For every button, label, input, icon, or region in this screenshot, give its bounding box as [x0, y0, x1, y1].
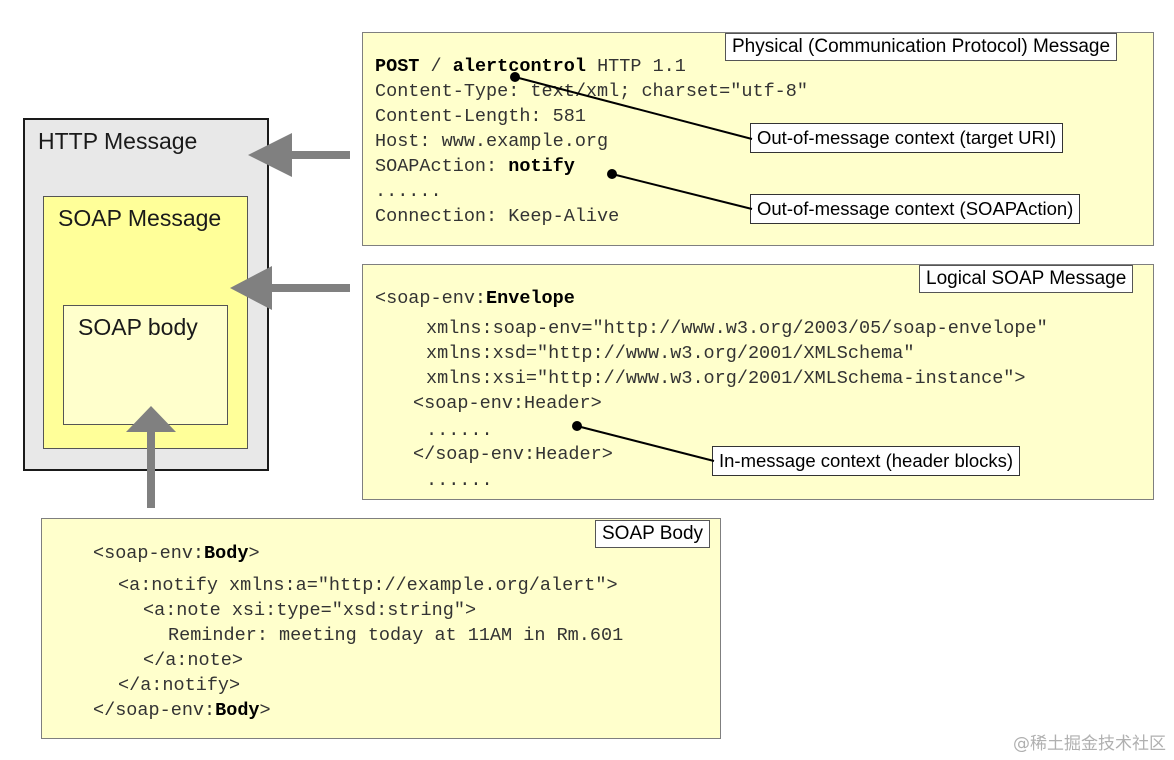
- body-open: <soap-env:Body>: [93, 541, 260, 566]
- soap-body-box: [63, 305, 228, 425]
- soap-message-label: SOAP Message: [58, 205, 222, 231]
- body-close-name: Body: [215, 700, 260, 721]
- notify-open: <a:notify xmlns:a="http://example.org/al…: [118, 575, 618, 596]
- body-close-prefix: </soap-env:: [93, 700, 216, 721]
- body-open-prefix: <soap-env:: [93, 543, 205, 564]
- connection-line: Connection: Keep-Alive: [375, 206, 620, 227]
- host-line: Host: www.example.org: [375, 131, 609, 152]
- logical-message-tag: Logical SOAP Message: [919, 265, 1134, 293]
- ns-xsd: xmlns:xsd="http://www.w3.org/2001/XMLSch…: [426, 343, 915, 364]
- soap-body-label: SOAP body: [78, 314, 198, 340]
- body-close-suffix: >: [259, 700, 271, 721]
- body-open-name: Body: [204, 543, 249, 564]
- soapaction-value: notify: [508, 156, 575, 177]
- namespace-lines: xmlns:soap-env="http://www.w3.org/2003/0…: [426, 316, 1048, 391]
- physical-message-code: POST / alertcontrol HTTP 1.1 Content-Typ…: [375, 54, 808, 229]
- header-open: <soap-env:Header>: [413, 393, 602, 414]
- path-separator: /: [419, 56, 453, 77]
- body-open-suffix: >: [248, 543, 260, 564]
- reminder-text: Reminder: meeting today at 11AM in Rm.60…: [168, 625, 624, 646]
- callout-target-uri: Out-of-message context (target URI): [750, 123, 1064, 153]
- http-message-label: HTTP Message: [38, 128, 198, 154]
- physical-message-tag: Physical (Communication Protocol) Messag…: [725, 33, 1118, 61]
- content-length-line: Content-Length: 581: [375, 106, 586, 127]
- ns-xsi: xmlns:xsi="http://www.w3.org/2001/XMLSch…: [426, 368, 1026, 389]
- ns-soap-env: xmlns:soap-env="http://www.w3.org/2003/0…: [426, 318, 1048, 339]
- ellipsis-line: ......: [375, 181, 442, 202]
- http-version: HTTP 1.1: [585, 56, 686, 77]
- connector-header-blocks: [572, 421, 715, 462]
- target-uri: alertcontrol: [452, 56, 586, 77]
- callout-soapaction: Out-of-message context (SOAPAction): [750, 194, 1081, 224]
- soap-body-tag: SOAP Body: [595, 520, 711, 548]
- soapaction-prefix: SOAPAction:: [375, 156, 509, 177]
- connector-soapaction: [607, 169, 753, 210]
- arrow-to-http-message: [248, 133, 350, 177]
- envelope-prefix: <soap-env:: [375, 288, 487, 309]
- note-open: <a:note xsi:type="xsd:string">: [143, 600, 477, 621]
- connector-target-uri: [510, 72, 753, 140]
- callout-header-blocks: In-message context (header blocks): [712, 446, 1021, 476]
- envelope-name: Envelope: [486, 288, 575, 309]
- soap-body-panel: [41, 518, 721, 739]
- header-dots: ......: [426, 420, 493, 441]
- post-method: POST: [375, 56, 420, 77]
- body-close: </soap-env:Body>: [93, 698, 271, 723]
- arrow-to-soap-message: [230, 266, 350, 310]
- arrow-to-soap-body: [126, 406, 176, 508]
- logical-message-code: <soap-env:Envelope: [375, 286, 575, 311]
- notify-close: </a:notify>: [118, 675, 241, 696]
- header-close: </soap-env:Header>: [413, 444, 613, 465]
- note-close: </a:note>: [143, 650, 243, 671]
- content-type-line: Content-Type: text/xml; charset="utf-8": [375, 81, 808, 102]
- watermark: @稀土掘金技术社区: [1013, 734, 1166, 754]
- trailing-dots: ......: [426, 470, 493, 491]
